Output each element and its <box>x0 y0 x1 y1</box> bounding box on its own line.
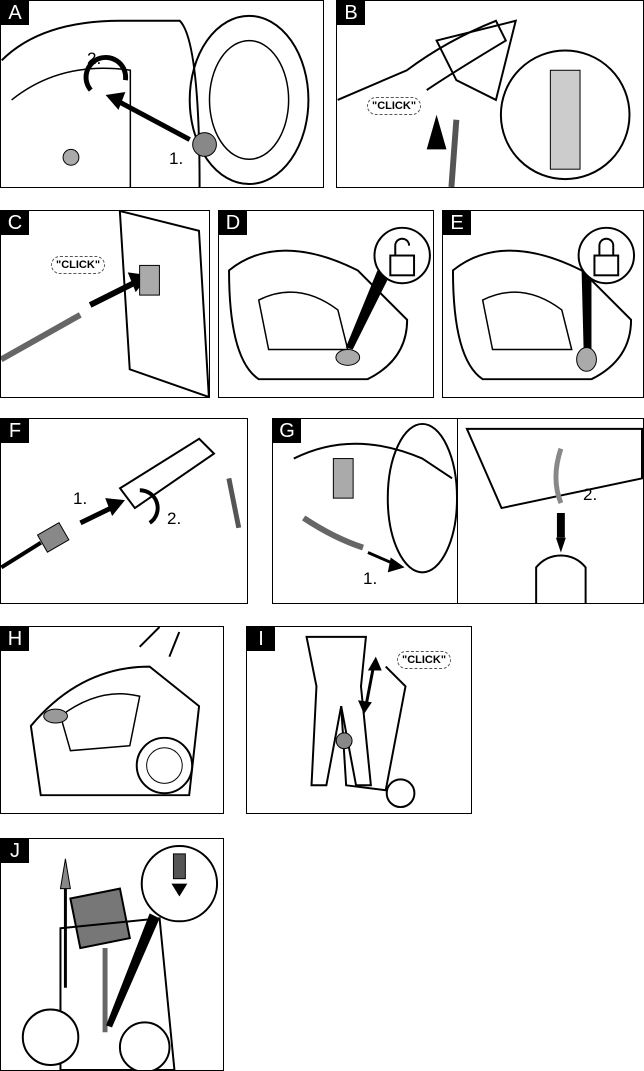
trigger-lock-locked-illustration <box>451 226 636 381</box>
lance-connection-illustration <box>1 211 209 397</box>
extend-handle-illustration <box>305 635 416 809</box>
panel-label: E <box>443 211 471 235</box>
panel-label: F <box>1 419 29 443</box>
panel-label: J <box>1 839 29 863</box>
hose-connection-illustration <box>1 14 310 187</box>
panel-label: G <box>273 419 301 443</box>
accessory-storage-illustration <box>21 844 219 1070</box>
nozzle-attach-illustration <box>1 437 242 570</box>
panel-label: I <box>247 627 275 651</box>
panel-c: C "CLICK" <box>0 210 210 398</box>
panel-label: H <box>1 627 29 651</box>
panel-i: I "CLICK" <box>246 626 472 814</box>
click-label: "CLICK" <box>397 651 452 669</box>
panel-j: J <box>0 838 224 1071</box>
panel-d: D <box>218 210 434 398</box>
panel-b: B "CLICK" <box>336 0 644 188</box>
panel-g: G 1. 2. <box>272 418 644 604</box>
trigger-lock-unlocked-illustration <box>228 226 431 381</box>
step-1-label: 1. <box>363 569 378 588</box>
detergent-hose-illustration <box>293 422 643 603</box>
step-1-label: 1. <box>73 489 88 508</box>
carry-unit-illustration <box>29 627 201 797</box>
panel-h: H <box>0 626 224 814</box>
panel-label: B <box>337 1 365 25</box>
panel-label: D <box>219 211 247 235</box>
step-2-label: 2. <box>167 509 182 528</box>
step-2-label: 2. <box>87 49 102 68</box>
panel-e: E <box>442 210 644 398</box>
spray-gun-connection-illustration <box>337 19 631 187</box>
step-1-label: 1. <box>169 149 184 168</box>
unlocked-padlock-icon <box>389 254 416 277</box>
panel-a: A 1. 2. <box>0 0 324 188</box>
click-label: "CLICK" <box>367 97 422 115</box>
panel-label: A <box>1 1 29 25</box>
step-2-label: 2. <box>583 485 598 504</box>
panel-f: F 1. 2. <box>0 418 248 604</box>
panel-label: C <box>1 211 29 235</box>
locked-padlock-icon <box>593 254 620 277</box>
click-label: "CLICK" <box>51 256 106 274</box>
